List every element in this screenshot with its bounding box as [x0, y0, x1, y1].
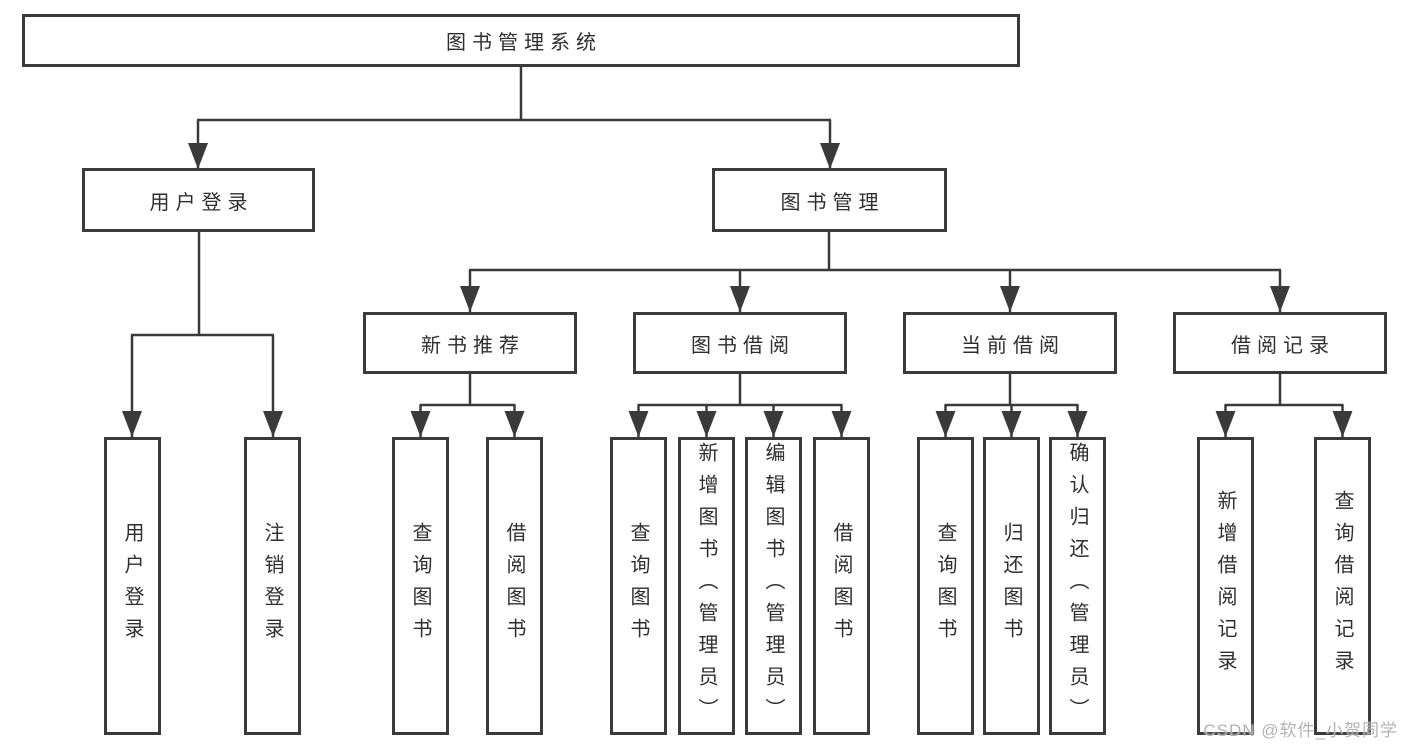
- leaf-user-login: 用户登录: [104, 437, 161, 735]
- node-book-management: 图书管理: [712, 168, 947, 232]
- leaf-query-books-current: 查询图书: [917, 437, 974, 735]
- node-user-login: 用户登录: [82, 168, 315, 232]
- node-book-borrow: 图书借阅: [633, 312, 847, 374]
- leaf-logout: 注销登录: [244, 437, 301, 735]
- node-root: 图书管理系统: [22, 14, 1020, 67]
- leaf-query-books-recommend: 查询图书: [392, 437, 449, 735]
- leaf-query-borrow-record: 查询借阅记录: [1314, 437, 1371, 735]
- leaf-query-books-borrow: 查询图书: [610, 437, 667, 735]
- leaf-return-book: 归还图书: [983, 437, 1040, 735]
- leaf-edit-book-admin: 编辑图书（管理员）: [745, 437, 802, 735]
- leaf-confirm-return-admin: 确认归还（管理员）: [1049, 437, 1106, 735]
- leaf-borrow-books-recommend: 借阅图书: [486, 437, 543, 735]
- node-new-book-recommend: 新书推荐: [363, 312, 577, 374]
- node-borrow-records: 借阅记录: [1173, 312, 1387, 374]
- node-current-borrow: 当前借阅: [903, 312, 1117, 374]
- leaf-add-book-admin: 新增图书（管理员）: [678, 437, 735, 735]
- leaf-add-borrow-record: 新增借阅记录: [1197, 437, 1254, 735]
- leaf-borrow-books: 借阅图书: [813, 437, 870, 735]
- watermark: CSDN @软件_小贺同学: [1203, 721, 1398, 740]
